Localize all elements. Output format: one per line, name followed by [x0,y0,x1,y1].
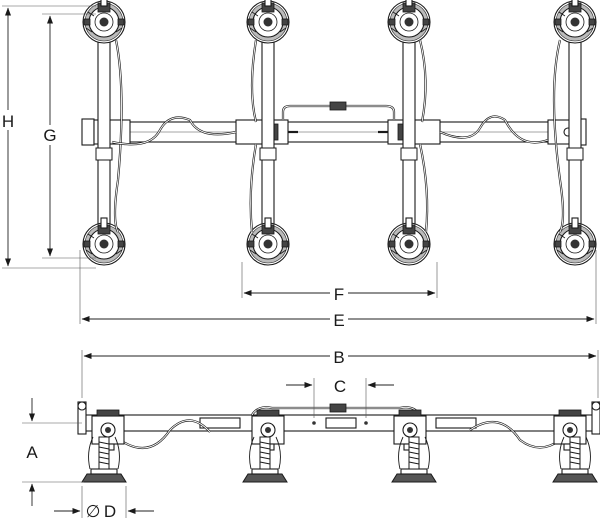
top-view-dimensions: H G F E [0,5,597,330]
vacuum-pad-top-4 [553,0,597,44]
dimension-b-label: B [333,348,344,367]
cross-arm-4 [568,21,582,245]
vacuum-pad-bottom-4 [553,217,597,266]
dimension-c-label: C [334,377,346,396]
vacuum-pad-top-2 [246,0,290,44]
dimension-d-symbol: ∅ [86,502,101,521]
dimension-e-label: E [333,311,344,330]
vacuum-pad-top-3 [387,0,431,44]
side-view [77,401,600,483]
vacuum-hoses [111,39,565,233]
side-view-dimensions: B C A ∅ D [22,347,599,521]
cross-arm-3 [402,21,416,245]
cross-arm-1 [97,21,111,245]
vacuum-pad-top-1 [82,0,126,44]
dimension-h-label: H [2,112,14,131]
vacuum-pad-bottom-3 [387,217,431,266]
vacuum-pad-bottom-2 [246,217,290,266]
dimension-f-label: F [334,285,344,304]
top-view [81,0,597,266]
cross-arm-2 [261,21,275,245]
dimension-g-label: G [43,126,56,145]
dimension-a-label: A [26,443,38,462]
dimension-d-label: D [104,502,116,521]
